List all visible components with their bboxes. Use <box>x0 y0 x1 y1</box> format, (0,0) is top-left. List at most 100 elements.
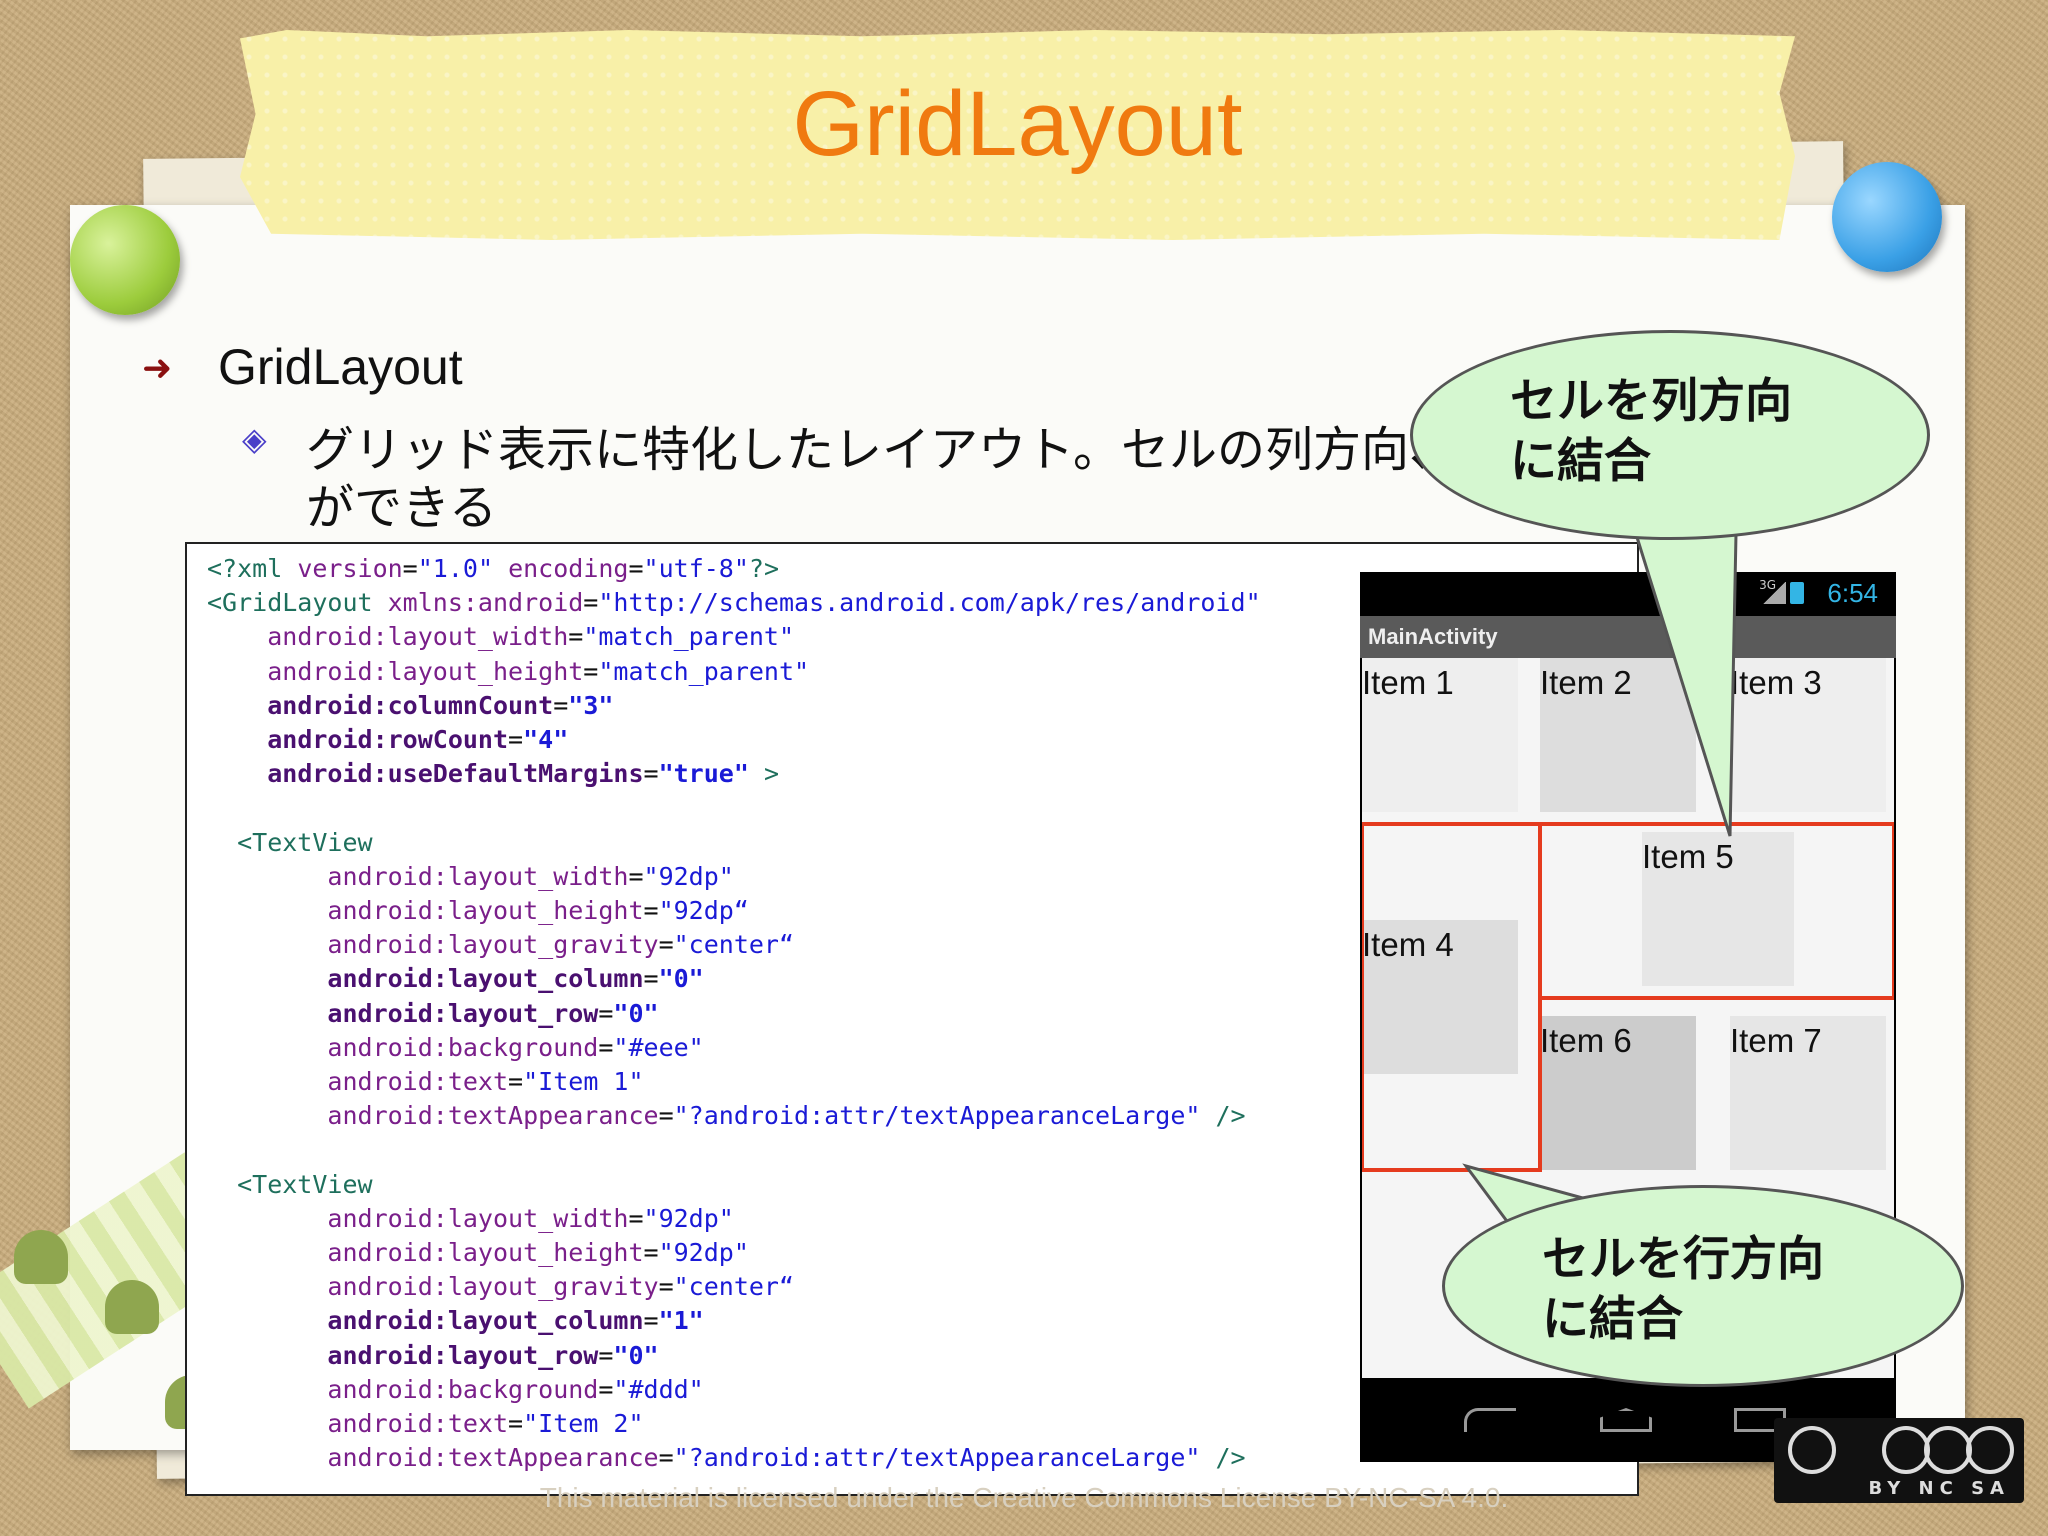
code-token: android:layout_width <box>327 1203 629 1233</box>
title-banner <box>240 30 1795 240</box>
code-line: <GridLayout xmlns:android="http://schema… <box>207 588 1261 618</box>
nc-icon <box>1924 1426 1972 1474</box>
code-line: android:layout_row="0" <box>207 998 659 1029</box>
sa-icon <box>1966 1426 2014 1474</box>
status-bar: 3G 6:54 <box>1360 572 1896 616</box>
code-token: <TextView <box>207 1169 373 1199</box>
code-token <box>207 657 267 686</box>
grid-cell-item-4: Item 4 <box>1362 920 1518 1074</box>
code-token: "center“ <box>673 1272 795 1302</box>
callout-text-column-merge: セルを列方向に結合 <box>1510 374 1792 489</box>
code-line: android:background="#ddd" <box>207 1374 704 1405</box>
page-title: GridLayout <box>792 73 1243 175</box>
code-token <box>207 1033 327 1062</box>
code-token: "92dp“ <box>658 896 749 925</box>
code-token: = <box>598 1374 614 1404</box>
code-token <box>207 1067 327 1096</box>
code-token: xmlns:android <box>387 588 584 618</box>
code-token <box>207 622 267 651</box>
code-token: android:background <box>327 1032 599 1062</box>
code-token: "0" <box>613 1340 659 1370</box>
code-token: = <box>628 554 644 583</box>
code-token: "0" <box>613 998 659 1028</box>
code-token <box>207 1306 327 1335</box>
grid-cell-item-3: Item 3 <box>1730 658 1886 812</box>
code-token: = <box>568 622 584 652</box>
code-token <box>207 759 267 788</box>
grid-cell-item-7: Item 7 <box>1730 1016 1886 1170</box>
code-token: = <box>598 1340 614 1370</box>
code-token: = <box>658 1272 674 1302</box>
grid-cell-item-1: Item 1 <box>1362 658 1518 812</box>
code-token: android:layout_height <box>327 1238 644 1267</box>
code-line: android:layout_gravity="center“ <box>207 930 794 960</box>
grid-cell-item-5: Item 5 <box>1642 832 1794 986</box>
code-token: "1.0" <box>417 554 493 583</box>
back-icon[interactable] <box>1464 1408 1516 1432</box>
code-token: android:useDefaultMargins <box>267 759 644 789</box>
code-token <box>207 691 267 720</box>
callout-bubble-row-merge <box>1442 1185 1964 1387</box>
cc-icon <box>1788 1426 1836 1474</box>
code-token: > <box>748 759 779 789</box>
code-token <box>207 999 327 1028</box>
code-token: <?xml <box>207 554 298 583</box>
code-token: android:textAppearance <box>327 1101 659 1131</box>
code-line: android:layout_row="0" <box>207 1340 659 1371</box>
code-line: android:layout_gravity="center“ <box>207 1272 794 1302</box>
code-token: android:background <box>327 1374 599 1404</box>
code-token: = <box>643 896 659 925</box>
code-token: /> <box>1200 1443 1246 1473</box>
code-token: android:layout_row <box>327 998 599 1028</box>
creative-commons-badge: BY NC SA <box>1774 1418 2024 1503</box>
code-token <box>207 964 327 993</box>
license-footer: This material is licensed under the Crea… <box>539 1482 1509 1513</box>
code-token: = <box>643 1238 659 1267</box>
code-token: "#eee" <box>613 1032 704 1062</box>
code-token <box>207 1101 327 1130</box>
code-line: android:layout_height="92dp" <box>207 1238 749 1268</box>
code-token: android:layout_column <box>327 964 644 994</box>
code-token: = <box>402 554 418 583</box>
code-token <box>207 1443 327 1472</box>
code-token <box>207 862 327 891</box>
code-token <box>207 930 327 959</box>
code-token: "1" <box>658 1306 704 1336</box>
code-token: = <box>598 998 614 1028</box>
code-token: "#ddd" <box>613 1374 704 1404</box>
code-line: android:text="Item 2" <box>207 1409 643 1439</box>
code-token <box>207 725 267 754</box>
code-token: = <box>508 1409 524 1438</box>
code-token <box>207 896 327 925</box>
code-token: android:layout_height <box>267 656 584 686</box>
code-line: android:columnCount="3" <box>207 691 613 721</box>
code-line: android:text="Item 1" <box>207 1067 644 1097</box>
code-token: "true" <box>658 759 749 789</box>
code-token: ?> <box>748 554 780 583</box>
code-token: /> <box>1200 1101 1246 1131</box>
home-icon[interactable] <box>1600 1408 1652 1432</box>
code-token: "92dp" <box>658 1238 749 1267</box>
code-line: android:layout_column="0" <box>207 964 703 994</box>
code-line: <?xml version="1.0" encoding="utf-8"?> <box>207 554 779 584</box>
signal-icon <box>1762 582 1786 604</box>
code-token: = <box>643 964 659 994</box>
code-token: "utf-8" <box>643 554 749 583</box>
code-token: = <box>583 656 599 686</box>
code-line: android:layout_width="92dp" <box>207 862 733 892</box>
bullet-heading: GridLayout <box>218 339 463 395</box>
code-token <box>493 554 508 583</box>
code-token: "Item 1" <box>523 1067 644 1096</box>
code-line: <TextView <box>207 1169 373 1200</box>
code-token: android:layout_gravity <box>327 930 659 960</box>
code-line: android:layout_width="92dp" <box>207 1203 733 1234</box>
code-token: = <box>658 1101 674 1131</box>
code-token: version <box>297 554 403 583</box>
code-token: android:layout_column <box>327 1306 644 1336</box>
code-line: android:useDefaultMargins="true" > <box>207 759 779 789</box>
code-token: "match_parent" <box>598 656 810 686</box>
cc-labels: BY NC SA <box>1868 1478 2010 1499</box>
code-token: = <box>508 725 524 754</box>
code-token <box>207 1375 327 1404</box>
grid-cell-item-2: Item 2 <box>1540 658 1696 812</box>
